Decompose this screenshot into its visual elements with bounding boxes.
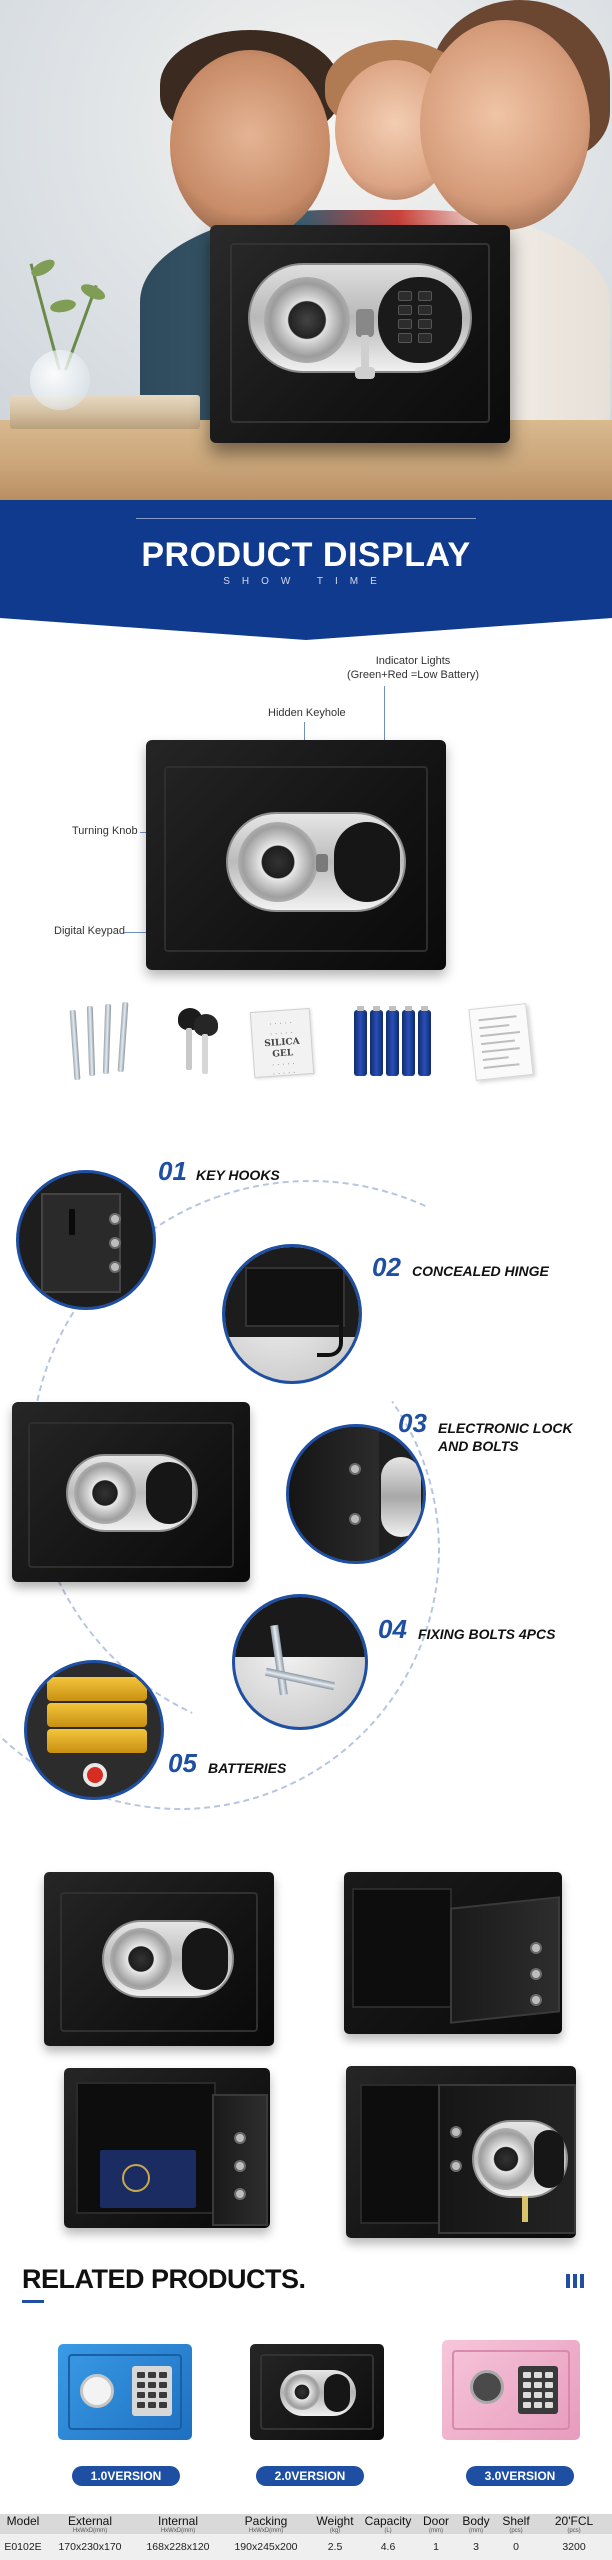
banner-title: PRODUCT DISPLAY — [141, 536, 471, 574]
diagram-safe-image — [146, 740, 446, 970]
spec-header-capacity: Capacity(L) — [360, 2514, 416, 2535]
safe-control-panel — [248, 263, 472, 379]
feature-number: 01 — [158, 1156, 187, 1186]
feature-number: 05 — [168, 1748, 197, 1778]
spec-header-door: Door(mm) — [416, 2514, 456, 2535]
spec-cell-door: 1 — [416, 2534, 456, 2560]
spec-header-model: Model — [0, 2514, 46, 2535]
silica-gel-packet: · · · · · · · · · · SILICA GEL · · · · ·… — [249, 1007, 315, 1079]
hero-safe-image — [210, 225, 510, 443]
related-pager-icon[interactable] — [566, 2274, 586, 2288]
spec-cell-packing: 190x245x200 — [222, 2534, 310, 2560]
hero-lifestyle-image — [0, 0, 612, 500]
feature-image-fixing-bolts — [232, 1594, 368, 1730]
feature-image-electronic-lock — [286, 1424, 426, 1564]
version-3-button[interactable]: 3.0VERSION — [466, 2466, 574, 2486]
safe-control-panel — [226, 812, 406, 912]
spec-cell-shelf: 0 — [496, 2534, 536, 2560]
spec-header-body: Body(mm) — [456, 2514, 496, 2535]
safe-control-panel — [66, 1454, 198, 1532]
keyhole-icon — [356, 309, 374, 337]
feature-label-concealed-hinge: CONCEALED HINGE — [412, 1263, 549, 1279]
product-gallery — [0, 1860, 612, 2250]
banner-divider — [136, 518, 476, 519]
pink-safe-image — [442, 2340, 580, 2440]
turning-knob-icon — [74, 1462, 136, 1524]
safe-door — [164, 766, 428, 952]
callout-digital-keypad: Digital Keypad — [54, 925, 125, 937]
hero-person-face — [420, 20, 590, 230]
spec-header-shelf: Shelf(pcs) — [496, 2514, 536, 2535]
related-product-card-2[interactable] — [246, 2340, 386, 2440]
key-icon — [355, 335, 375, 379]
spec-header-weight: Weight(kg) — [310, 2514, 360, 2535]
accessories-row: · · · · · · · · · · SILICA GEL · · · · ·… — [0, 1000, 612, 1090]
spec-cell-external: 170x230x170 — [46, 2534, 134, 2560]
turning-knob-icon — [238, 822, 318, 902]
spec-header-fcl: 20'FCL(pcs) — [536, 2514, 612, 2535]
keypad-icon — [334, 822, 400, 902]
spec-cell-weight: 2.5 — [310, 2534, 360, 2560]
feature-label-batteries: BATTERIES — [208, 1760, 287, 1776]
feature-number: 02 — [372, 1252, 401, 1282]
product-diagram: Indicator Lights (Green+Red =Low Battery… — [0, 640, 612, 1110]
table-row: E0102E 170x230x170 168x228x120 190x245x2… — [0, 2534, 612, 2560]
hero-person-face — [170, 50, 330, 240]
spec-cell-body: 3 — [456, 2534, 496, 2560]
version-2-button[interactable]: 2.0VERSION — [256, 2466, 364, 2486]
features-section: 01 KEY HOOKS 02 CONCEALED HINGE 03 ELECT… — [0, 1101, 612, 1852]
safe-door — [230, 243, 490, 423]
feature-safe-image — [12, 1402, 250, 1582]
spec-cell-internal: 168x228x120 — [134, 2534, 222, 2560]
related-title-underline — [22, 2300, 44, 2303]
related-product-card-3[interactable] — [438, 2340, 580, 2440]
product-display-banner: PRODUCT DISPLAY SHOW TIME — [0, 500, 612, 618]
callout-turning-knob: Turning Knob — [72, 825, 138, 837]
fixing-bolts-icon — [68, 1000, 138, 1084]
version-1-button[interactable]: 1.0VERSION — [72, 2466, 180, 2486]
callout-indicator-lights: Indicator Lights (Green+Red =Low Battery… — [346, 655, 480, 682]
gallery-image-passport-storage — [64, 2068, 270, 2228]
batteries-icon — [354, 1000, 438, 1084]
related-product-card-1[interactable] — [54, 2340, 194, 2440]
spec-cell-fcl: 3200 — [536, 2534, 612, 2560]
feature-label-key-hooks: KEY HOOKS — [196, 1167, 280, 1183]
gallery-image-door-ajar — [346, 2066, 576, 2238]
gallery-image-open-door — [344, 1872, 562, 2034]
related-products-title: RELATED PRODUCTS. — [22, 2264, 306, 2294]
hero-glass-vase — [30, 350, 90, 410]
keypad-icon — [378, 277, 462, 363]
spec-cell-model: E0102E — [0, 2534, 46, 2560]
gallery-image-closed-safe — [44, 1872, 274, 2046]
feature-label-electronic-lock: ELECTRONIC LOCK AND BOLTS — [438, 1420, 573, 1454]
banner-pointer — [0, 618, 612, 640]
feature-image-key-hooks — [16, 1170, 156, 1310]
turning-knob-icon — [264, 277, 350, 363]
spec-cell-capacity: 4.6 — [360, 2534, 416, 2560]
keypad-icon — [146, 1462, 192, 1524]
feature-number: 03 — [398, 1408, 427, 1438]
feature-image-batteries — [24, 1660, 164, 1800]
feature-number: 04 — [378, 1614, 407, 1644]
black-safe-image — [250, 2344, 384, 2440]
user-manual-icon — [468, 1003, 534, 1081]
keyhole-icon — [316, 854, 328, 872]
feature-label-fixing-bolts: FIXING BOLTS 4PCS — [418, 1626, 556, 1642]
safe-door — [28, 1422, 234, 1568]
banner-subtitle: SHOW TIME — [223, 576, 389, 587]
keys-icon — [168, 1000, 228, 1084]
blue-safe-image — [58, 2344, 192, 2440]
feature-image-concealed-hinge — [222, 1244, 362, 1384]
callout-hidden-keyhole: Hidden Keyhole — [268, 707, 346, 719]
